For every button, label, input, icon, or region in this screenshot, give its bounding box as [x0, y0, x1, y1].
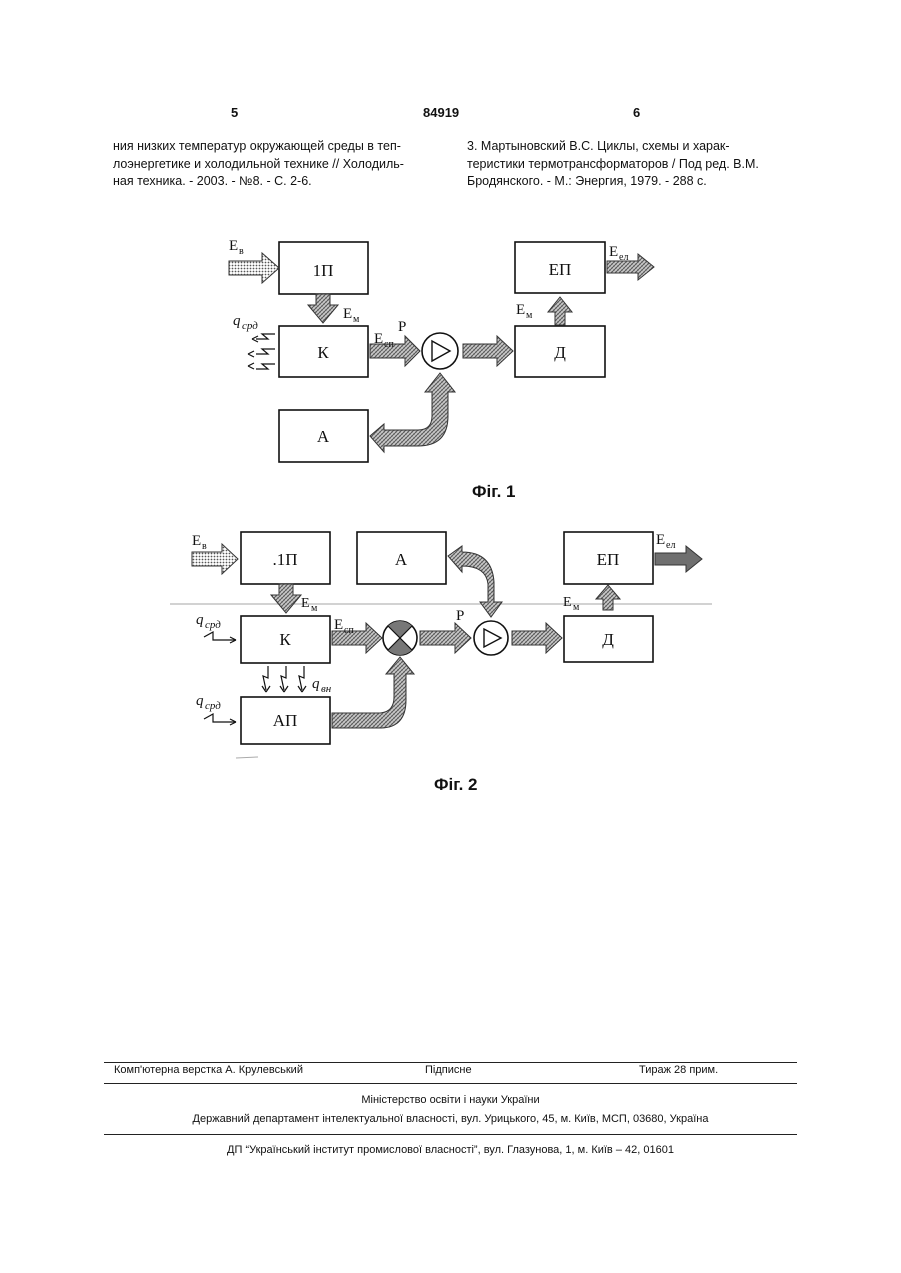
label-p: Р [456, 608, 464, 624]
block-a-label: А [395, 550, 408, 569]
block-a: А [279, 410, 368, 462]
label-esp: E [334, 617, 343, 633]
label-ev: E [192, 533, 201, 549]
block-k-label: К [279, 630, 291, 649]
label-eel-sub: ел [666, 540, 675, 551]
block-1p: .1П [241, 532, 330, 584]
label-eel-sub: ел [619, 252, 628, 263]
footer-signed: Підписне [425, 1064, 472, 1076]
label-em-sub: м [353, 314, 360, 325]
pump-symbol [474, 621, 508, 655]
left-column-line: ная техника. - 2003. - №8. - С. 2-6. [113, 173, 424, 191]
label-eel: E [656, 532, 665, 548]
footer-rule-bottom [104, 1134, 797, 1135]
label-esp-sub: сп [344, 625, 354, 636]
label-qsrd-sub: срд [242, 320, 258, 332]
label-em: E [301, 596, 310, 611]
label-ev: E [229, 238, 238, 254]
page-number-left: 5 [231, 105, 238, 120]
label-ev-sub: в [202, 541, 207, 552]
pump-symbol [422, 333, 458, 369]
label-qsrd1: q [196, 612, 204, 628]
label-em: E [343, 306, 352, 322]
block-d-label: Д [602, 630, 614, 649]
arrow-eel [655, 546, 702, 572]
block-ep: ЕП [564, 532, 653, 584]
label-eel: E [609, 244, 618, 260]
patent-number: 84919 [423, 105, 459, 120]
arrow-d-ep [548, 297, 572, 325]
block-d: Д [564, 616, 653, 662]
arrow-ev [229, 253, 279, 283]
scan-mark [236, 757, 258, 758]
heat-loss-arrows [248, 334, 275, 369]
figure-2-diagram: .1П А ЕП К Д АП E в E м E ел [0, 520, 901, 770]
footer-institute: ДП “Український інститут промислової вла… [104, 1144, 797, 1156]
label-qsrd2-sub: срд [205, 700, 221, 712]
figure-1-diagram: 1П К А ЕП Д E в E м q срд E сп Р [0, 225, 901, 475]
arrow-mixer-pump [420, 623, 471, 653]
page-number-right: 6 [633, 105, 640, 120]
arrow-pump-d [463, 336, 513, 366]
heat-out-arrows-k [262, 666, 306, 692]
block-ap: АП [241, 697, 330, 744]
block-ap-label: АП [273, 711, 298, 730]
right-column-line: Бродянского. - М.: Энергия, 1979. - 288 … [467, 173, 789, 191]
label-esp: E [374, 331, 383, 347]
right-column-line: теристики термотрансформаторов / Под ред… [467, 156, 789, 174]
arrow-a-pump [448, 546, 502, 617]
arrow-d-ep [596, 585, 620, 610]
block-ep: ЕП [515, 242, 605, 293]
label-em2-sub: м [526, 310, 533, 321]
arrow-a-pump [370, 373, 455, 452]
footer-rule-top [104, 1062, 797, 1063]
block-1p: 1П [279, 242, 368, 294]
mixer-symbol [383, 621, 417, 655]
block-d: Д [515, 326, 605, 377]
label-p: Р [398, 319, 406, 335]
label-ev-sub: в [239, 246, 244, 257]
footer-ministry: Міністерство освіти і науки України [104, 1094, 797, 1106]
heat-in-arrow-ap [204, 714, 236, 725]
arrow-ap-mixer [332, 657, 414, 728]
left-column-line: ния низких температур окружающей среды в… [113, 138, 424, 156]
block-a: А [357, 532, 446, 584]
block-ep-label: ЕП [549, 260, 572, 279]
label-em-sub: м [311, 603, 318, 614]
footer-circulation: Тираж 28 прим. [639, 1064, 718, 1076]
arrow-1p-k [271, 584, 301, 613]
block-k: К [279, 326, 368, 377]
label-qvn-sub: вн [321, 683, 332, 695]
left-column: ния низких температур окружающей среды в… [113, 138, 424, 191]
label-qsrd2: q [196, 693, 204, 709]
left-column-line: лоэнергетике и холодильной технике // Хо… [113, 156, 424, 174]
right-column: 3. Мартыновский В.С. Циклы, схемы и хара… [467, 138, 789, 191]
label-qsrd1-sub: срд [205, 619, 221, 631]
right-column-line: 3. Мартыновский В.С. Циклы, схемы и хара… [467, 138, 789, 156]
label-em2: E [516, 302, 525, 318]
label-esp-sub: сп [384, 339, 394, 350]
figure-2-caption: Фіг. 2 [434, 775, 478, 795]
label-em2-sub: м [573, 602, 580, 613]
block-1p-label: 1П [313, 261, 334, 280]
heat-in-arrow-k [204, 632, 236, 643]
footer-rule-mid [104, 1083, 797, 1084]
arrow-pump-d [512, 623, 562, 653]
arrow-1p-k [308, 294, 338, 323]
block-a-label: А [317, 427, 330, 446]
label-qvn: q [312, 676, 320, 692]
footer-department: Державний департамент інтелектуальної вл… [104, 1113, 797, 1125]
footer-typesetter: Комп'ютерна верстка А. Крулевський [114, 1064, 303, 1076]
label-em2: E [563, 595, 572, 610]
label-qsrd: q [233, 313, 241, 329]
block-1p-label: .1П [272, 550, 297, 569]
block-k: К [241, 616, 330, 663]
figure-1-caption: Фіг. 1 [472, 482, 516, 502]
block-d-label: Д [554, 343, 566, 362]
block-ep-label: ЕП [597, 550, 620, 569]
block-k-label: К [317, 343, 329, 362]
